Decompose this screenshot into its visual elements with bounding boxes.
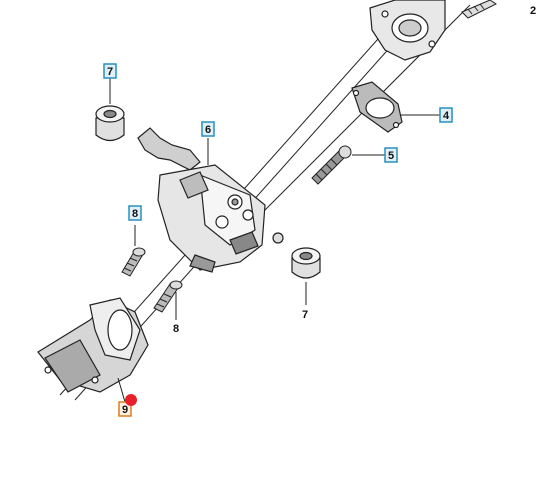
- callout-9[interactable]: 9: [118, 401, 132, 417]
- part-5-adjust-screw[interactable]: [311, 145, 352, 185]
- svg-text:5: 5: [388, 150, 394, 162]
- callout-8-upper[interactable]: 8: [128, 205, 142, 221]
- part-6-carburetor[interactable]: [137, 127, 284, 273]
- callout-8-lower[interactable]: 8: [173, 323, 179, 335]
- svg-text:9: 9: [122, 404, 128, 416]
- part-4-gasket[interactable]: [351, 81, 403, 133]
- leader-9: [117, 377, 126, 403]
- svg-text:6: 6: [205, 124, 211, 136]
- svg-text:8: 8: [132, 208, 138, 220]
- callout-7-upper[interactable]: 7: [103, 63, 117, 79]
- callout-7-lower[interactable]: 7: [302, 309, 308, 321]
- part-7-sleeve-lower[interactable]: [291, 247, 321, 279]
- svg-text:7: 7: [107, 66, 113, 78]
- callout-5[interactable]: 5: [384, 147, 398, 163]
- selected-part-marker: [125, 394, 137, 406]
- part-8-screw-lower[interactable]: [153, 280, 183, 313]
- part-7-sleeve-upper[interactable]: [95, 105, 125, 142]
- callout-4[interactable]: 4: [439, 107, 453, 123]
- svg-text:4: 4: [443, 110, 450, 122]
- part-9-intake-manifold[interactable]: [37, 297, 149, 393]
- svg-text:2: 2: [530, 5, 536, 17]
- part-2-flange[interactable]: [369, 0, 446, 61]
- part-2-bolt[interactable]: [461, 0, 497, 19]
- part-8-screw-upper[interactable]: [121, 247, 146, 277]
- svg-text:7: 7: [302, 309, 308, 321]
- callout-2[interactable]: 2: [530, 5, 536, 17]
- callout-6[interactable]: 6: [201, 121, 215, 137]
- svg-text:8: 8: [173, 323, 179, 335]
